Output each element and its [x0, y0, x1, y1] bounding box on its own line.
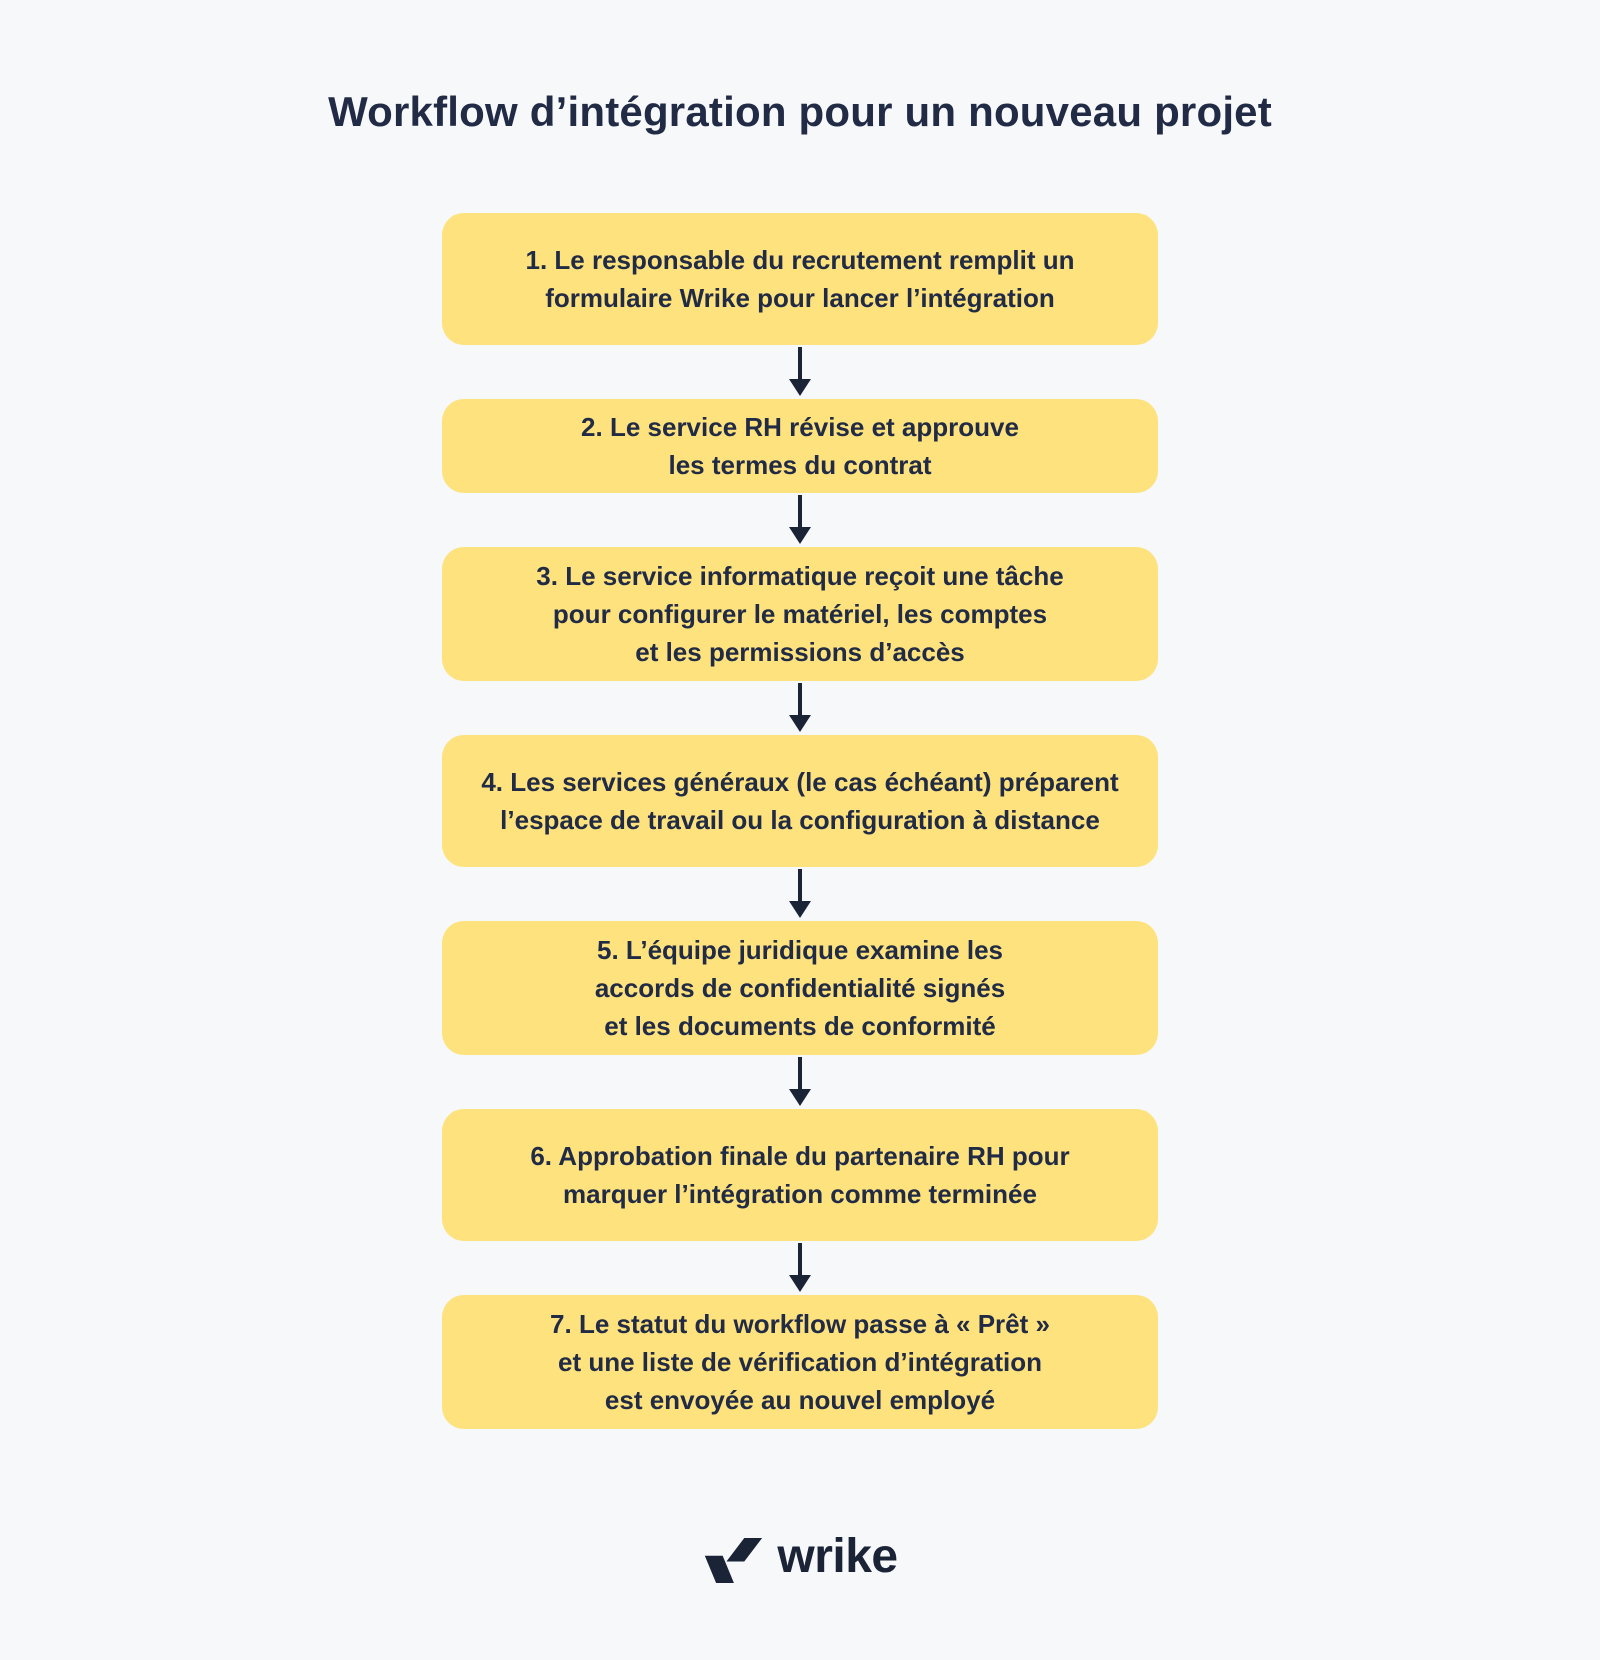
flow-step-text: 2. Le service RH révise et approuve les … — [581, 412, 1019, 480]
wrike-logo-icon — [702, 1536, 764, 1585]
flow-step-text: 7. Le statut du workflow passe à « Prêt … — [550, 1309, 1050, 1415]
flow-step-text: 1. Le responsable du recrutement remplit… — [525, 245, 1075, 313]
flow-step-2: 2. Le service RH révise et approuve les … — [442, 399, 1158, 493]
arrow-down-icon — [788, 867, 812, 921]
flow-step-text: 6. Approbation finale du partenaire RH p… — [530, 1141, 1070, 1209]
arrow-down-icon — [788, 1241, 812, 1295]
flow-step-3: 3. Le service informatique reçoit une tâ… — [442, 547, 1158, 681]
flow-step-1: 1. Le responsable du recrutement remplit… — [442, 213, 1158, 345]
flow-step-4: 4. Les services généraux (le cas échéant… — [442, 735, 1158, 867]
flowchart: 1. Le responsable du recrutement remplit… — [442, 213, 1158, 1429]
page-title: Workflow d’intégration pour un nouveau p… — [328, 88, 1272, 135]
brand-footer: wrike — [0, 1533, 1600, 1587]
flow-step-5: 5. L’équipe juridique examine les accord… — [442, 921, 1158, 1055]
wrike-logo-text: wrike — [777, 1530, 898, 1583]
arrow-down-icon — [788, 493, 812, 547]
flow-step-text: 5. L’équipe juridique examine les accord… — [594, 935, 1006, 1041]
flow-step-6: 6. Approbation finale du partenaire RH p… — [442, 1109, 1158, 1241]
flow-step-text: 3. Le service informatique reçoit une tâ… — [536, 561, 1064, 667]
arrow-down-icon — [788, 345, 812, 399]
flow-step-7: 7. Le statut du workflow passe à « Prêt … — [442, 1295, 1158, 1429]
arrow-down-icon — [788, 681, 812, 735]
flow-step-text: 4. Les services généraux (le cas échéant… — [481, 767, 1119, 835]
arrow-down-icon — [788, 1055, 812, 1109]
